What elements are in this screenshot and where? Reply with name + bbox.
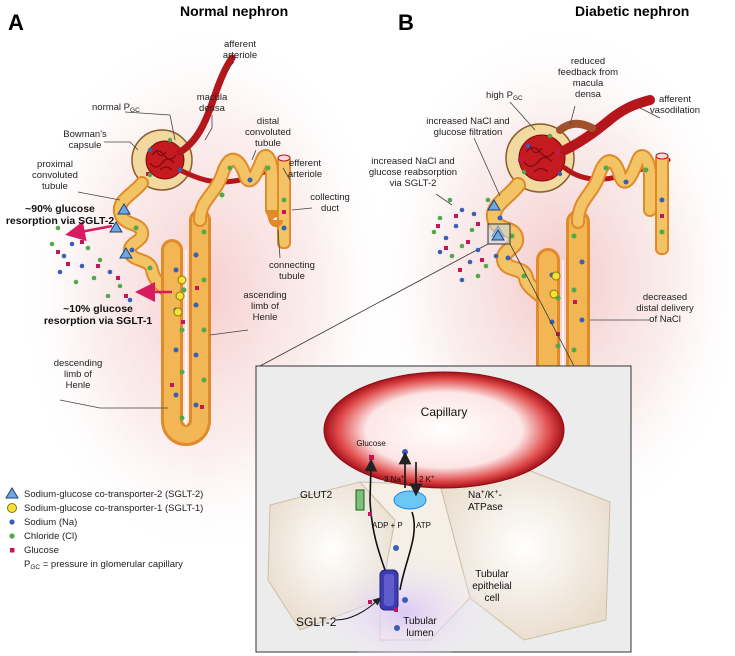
capillary-label: Capillary	[421, 405, 468, 419]
high-pgc-label: high PGC	[486, 90, 523, 102]
legend-sglt2-icon	[5, 487, 19, 499]
legend-item-chloride: Chloride (Cl)	[24, 531, 77, 542]
sglt1-a-3	[173, 307, 183, 317]
legend-item-sglt2: Sodium-glucose co-transporter-2 (SGLT-2)	[24, 489, 203, 500]
reabsorbed-ions-a	[49, 225, 133, 303]
panel-a-letter: A	[8, 10, 24, 35]
legend-sodium-icon	[9, 519, 15, 525]
sglt2-a-2	[109, 221, 123, 233]
nephron-a	[112, 54, 291, 446]
sglt2-inset: Capillary GLUT2 Na+/K+-ATPase Glucose 3 …	[255, 365, 632, 656]
legend-glucose-icon	[10, 548, 15, 553]
legend-chloride-icon	[9, 533, 15, 539]
legend-sglt1-icon	[7, 503, 17, 513]
panel-a-title: Normal nephron	[180, 3, 288, 19]
ions-a	[122, 137, 287, 421]
sglt1-b-1	[551, 271, 561, 281]
atpase-label: Na+/K+-ATPase	[468, 489, 503, 513]
na-k-atpase	[393, 490, 427, 510]
atp-label: ATP	[416, 521, 431, 530]
glut2-transporter	[355, 489, 365, 511]
sglt2-b-1	[487, 199, 501, 211]
legend-item-sodium: Sodium (Na)	[24, 517, 77, 528]
afferent-arteriole-a	[176, 54, 236, 156]
sglt2-flux-arrow	[65, 221, 113, 242]
inset-connector-right	[509, 243, 575, 367]
legend-item-sglt1: Sodium-glucose co-transporter-1 (SGLT-1)	[24, 503, 203, 514]
sglt1-a-2	[175, 291, 185, 301]
na-label: 3 Na+	[384, 475, 405, 484]
afferent-arteriole-b	[560, 95, 655, 155]
sglt2-a-1	[117, 203, 131, 215]
reabsorbed-ions-b	[431, 197, 499, 283]
glut2-label: GLUT2	[300, 490, 333, 501]
adp-label: ADP + P	[372, 521, 403, 530]
normal-pgc-label: normal PGC	[92, 102, 140, 114]
legend: Sodium-glucose co-transporter-2 (SGLT-2)…	[5, 487, 203, 571]
inset-connector-left	[259, 243, 489, 367]
sglt2-label: SGLT-2	[296, 615, 337, 629]
legend-item-glucose: Glucose	[24, 545, 59, 556]
sglt2-a-3	[119, 247, 133, 259]
sglt1-b-2	[549, 289, 559, 299]
capillary	[323, 371, 565, 489]
panel-b-title: Diabetic nephron	[575, 3, 689, 19]
k-label: 2 K+	[419, 475, 435, 484]
panel-b-letter: B	[398, 10, 414, 35]
collecting-duct-b	[655, 153, 669, 255]
sglt1-a-1	[177, 275, 187, 285]
legend-pgc: PGC = pressure in glomerular capillary	[24, 559, 183, 571]
glucose-label: Glucose	[356, 439, 386, 448]
